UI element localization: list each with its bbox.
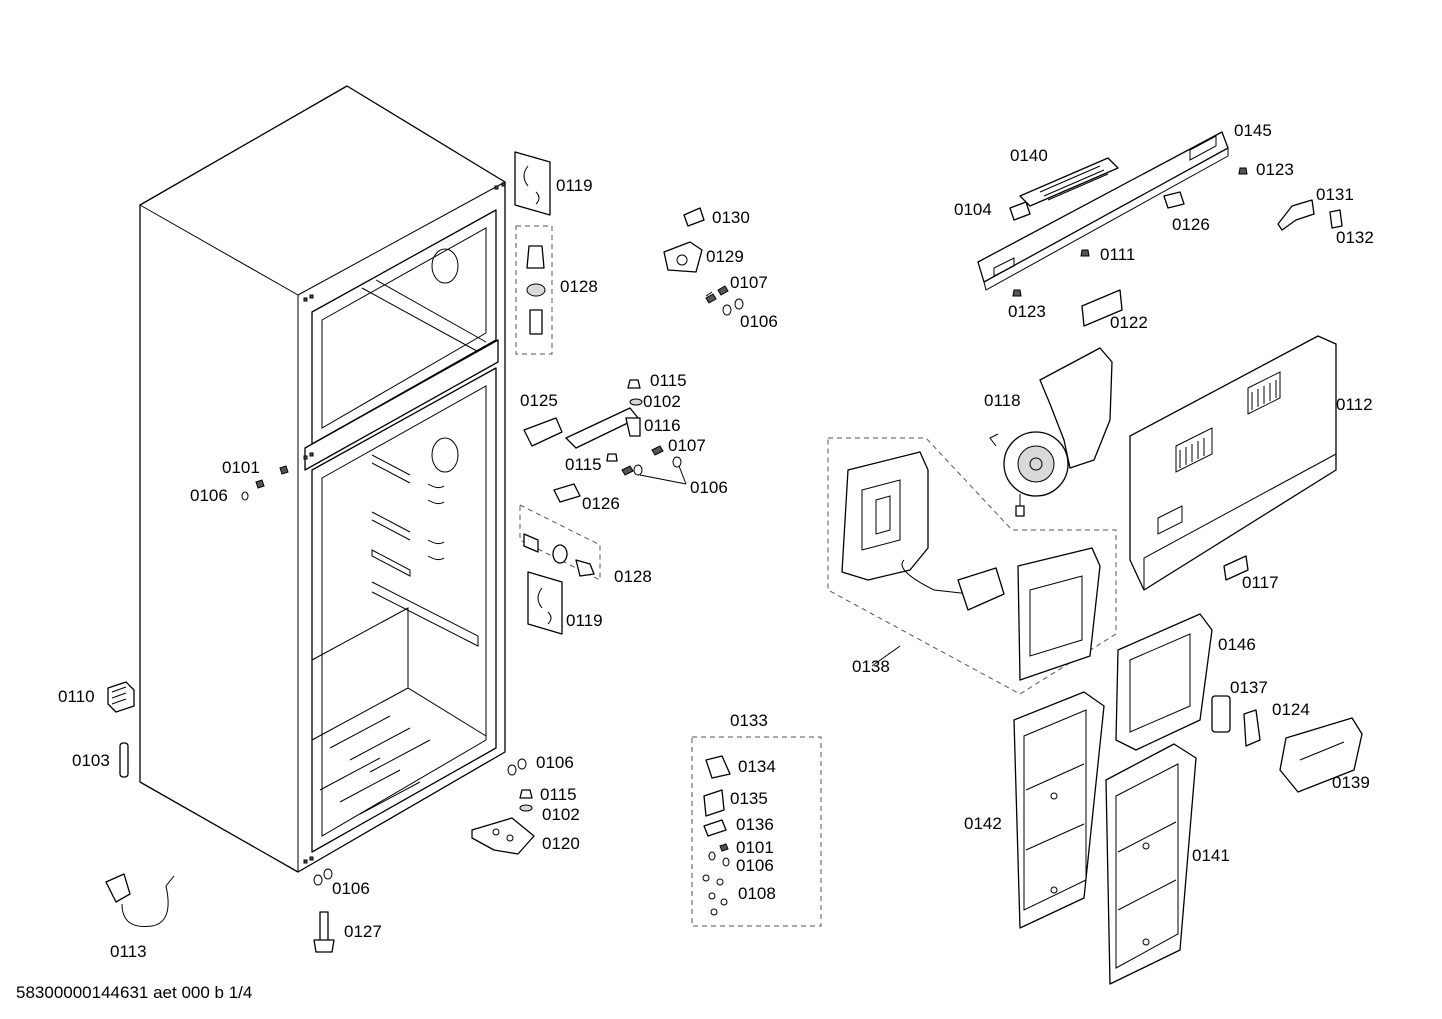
label-0128-bottom: 0128: [614, 567, 652, 586]
part-0104-switch: [1009, 201, 1031, 221]
label-0101-left: 0101: [222, 458, 260, 477]
part-0128-bottom-group: [519, 504, 601, 581]
part-0126-left: [553, 483, 581, 503]
label-0103: 0103: [72, 751, 110, 770]
part-0137-cap: [1211, 695, 1231, 733]
label-0110: 0110: [58, 687, 95, 706]
part-0120-bottom-hinge: [471, 789, 535, 855]
label-0142: 0142: [964, 814, 1002, 833]
label-0118: 0118: [984, 391, 1021, 410]
label-0119-top: 0119: [556, 176, 593, 195]
label-0104: 0104: [954, 200, 992, 219]
part-0118-fan-assembly: [989, 347, 1113, 517]
label-0133: 0133: [730, 711, 768, 730]
part-0113-power-cord: [105, 873, 175, 928]
label-0134: 0134: [738, 757, 776, 776]
part-0117-clip: [1223, 555, 1249, 581]
document-code: 58300000144631 aet 000 b 1/4: [16, 983, 252, 1002]
part-0126-right: [1163, 191, 1185, 209]
label-0115-hinge: 0115: [540, 785, 577, 804]
label-0106-mid: 0106: [690, 478, 728, 497]
part-0107-0106-screws-top: [705, 285, 744, 316]
part-kit-0133: [691, 736, 822, 927]
part-0141-panel: [1105, 743, 1197, 985]
part-0106-bottom-washers: [313, 758, 527, 886]
label-0126-left: 0126: [582, 494, 620, 513]
part-0110-connector: [107, 681, 135, 713]
label-0117: 0117: [1242, 573, 1279, 592]
part-labels: 0119 0128 0130 0129 0107 0106 0125 0115 …: [58, 121, 1374, 961]
label-0146: 0146: [1218, 635, 1256, 654]
part-0128-top-group: [515, 225, 553, 355]
label-0115-top: 0115: [650, 371, 687, 390]
part-0146-drawer: [1115, 613, 1213, 751]
label-0116: 0116: [644, 416, 681, 435]
part-0112-rear-panel: [1129, 335, 1337, 591]
label-0112: 0112: [1336, 395, 1373, 414]
label-0107-top: 0107: [730, 273, 768, 292]
label-0128-top: 0128: [560, 277, 598, 296]
part-0145-control-strip: [977, 131, 1229, 291]
label-0127: 0127: [344, 922, 382, 941]
part-0101-0106-left: [241, 465, 289, 501]
part-0115-0107-0106-mid: [606, 445, 687, 485]
part-0111-0123-screws: [1012, 167, 1248, 297]
label-0138: 0138: [852, 657, 890, 676]
label-0126-right: 0126: [1172, 215, 1210, 234]
label-0140: 0140: [1010, 146, 1048, 165]
part-0142-panel: [1013, 691, 1105, 929]
part-0119-top: [514, 151, 551, 216]
part-0139-rail: [1279, 717, 1363, 793]
refrigerator-cabinet: [139, 85, 506, 873]
label-0136: 0136: [736, 815, 774, 834]
label-0124: 0124: [1272, 700, 1310, 719]
part-0116-hinge-bracket: [565, 407, 641, 449]
leader-lines: [705, 291, 901, 667]
label-0145: 0145: [1234, 121, 1272, 140]
label-0101-kit: 0101: [736, 838, 774, 857]
label-0125: 0125: [520, 391, 558, 410]
label-0123-top: 0123: [1256, 160, 1294, 179]
label-0123-bottom: 0123: [1008, 302, 1046, 321]
label-0131: 0131: [1316, 185, 1354, 204]
part-0129: [663, 241, 703, 273]
label-0120: 0120: [542, 834, 580, 853]
part-0115-0102-top: [627, 379, 643, 406]
label-0141: 0141: [1192, 846, 1230, 865]
label-0102-hinge: 0102: [542, 805, 580, 824]
label-0108: 0108: [738, 884, 776, 903]
part-0122-plate: [1081, 289, 1123, 327]
label-0115-mid: 0115: [565, 455, 602, 474]
part-0131-0132: [1277, 199, 1343, 231]
label-0122: 0122: [1110, 313, 1148, 332]
part-0124-clip: [1243, 709, 1261, 747]
label-0132: 0132: [1336, 228, 1374, 247]
label-0106-foot: 0106: [332, 879, 370, 898]
label-0107-mid: 0107: [668, 436, 706, 455]
label-0102-top: 0102: [643, 392, 681, 411]
label-0137: 0137: [1230, 678, 1268, 697]
label-0130: 0130: [712, 208, 750, 227]
label-0106-kit: 0106: [736, 856, 774, 875]
label-0119-bottom: 0119: [566, 611, 603, 630]
label-0106-left: 0106: [190, 486, 228, 505]
label-0106-top: 0106: [740, 312, 778, 331]
label-0113: 0113: [110, 942, 147, 961]
part-0125-hinge: [523, 417, 563, 447]
part-0103-pin: [119, 742, 129, 778]
part-0130: [683, 207, 705, 227]
part-0119-bottom: [527, 571, 563, 635]
label-0139: 0139: [1332, 773, 1370, 792]
part-0127-leveling-foot: [313, 911, 335, 953]
label-0111: 0111: [1100, 245, 1135, 264]
label-0135: 0135: [730, 789, 768, 808]
part-0138-air-duct-group: [827, 437, 1117, 695]
label-0129: 0129: [706, 247, 744, 266]
label-0106-hinge: 0106: [536, 753, 574, 772]
